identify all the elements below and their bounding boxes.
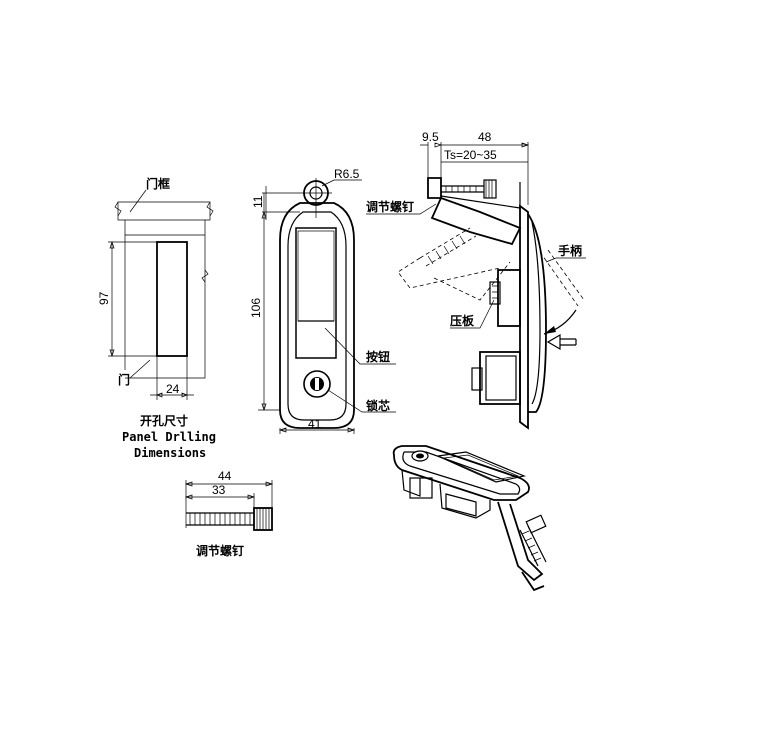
- body-height-dim: 106: [249, 298, 263, 318]
- cutout-height-dim: 97: [97, 291, 111, 305]
- lug-radius-dim: R6.5: [334, 167, 360, 181]
- isometric-view: [392, 445, 547, 592]
- door-panel: [519, 204, 529, 430]
- side-dim-b: 48: [478, 130, 492, 144]
- iso-body-top: [392, 445, 530, 501]
- adjust-screw-detail: 44 33 调节螺钉: [184, 469, 274, 558]
- side-dim-a: 9.5: [422, 130, 439, 144]
- lug-offset-dim: 11: [251, 195, 265, 208]
- screw-detail-label: 调节螺钉: [196, 543, 244, 558]
- cutout-width-dim: 24: [166, 382, 180, 396]
- cutout-rectangle: [156, 241, 188, 357]
- door-frame-label: 门框: [146, 176, 170, 191]
- screw-thread-dim: 33: [212, 483, 226, 497]
- press-plate-label: 压板: [450, 313, 475, 328]
- latch-body-outline: [279, 202, 355, 429]
- panel-thickness-dim: Ts=20~35: [444, 148, 497, 162]
- body-width-dim: 41: [308, 417, 322, 431]
- door-label: 门: [118, 372, 130, 387]
- push-button: [295, 227, 337, 359]
- cutout-caption-cn: 开孔尺寸: [140, 413, 188, 428]
- screw-total-dim: 44: [218, 469, 232, 483]
- cutout-caption-en-2: Dimensions: [134, 446, 206, 460]
- handle-label: 手柄: [558, 243, 582, 258]
- adjust-screw-label: 调节螺钉: [366, 199, 414, 214]
- lock-core-label: 锁芯: [366, 398, 390, 413]
- cutout-caption-en-1: Panel Drlling: [122, 430, 216, 444]
- front-view: R6.5 11 106 41 按钮 锁芯: [249, 167, 396, 434]
- button-label: 按钮: [366, 349, 390, 364]
- panel-cutout-view: 门框 97 门 24 开孔尺寸 Panel Drlling Dimensions: [97, 176, 216, 460]
- side-view: 9.5 48 Ts=20~35: [366, 130, 586, 430]
